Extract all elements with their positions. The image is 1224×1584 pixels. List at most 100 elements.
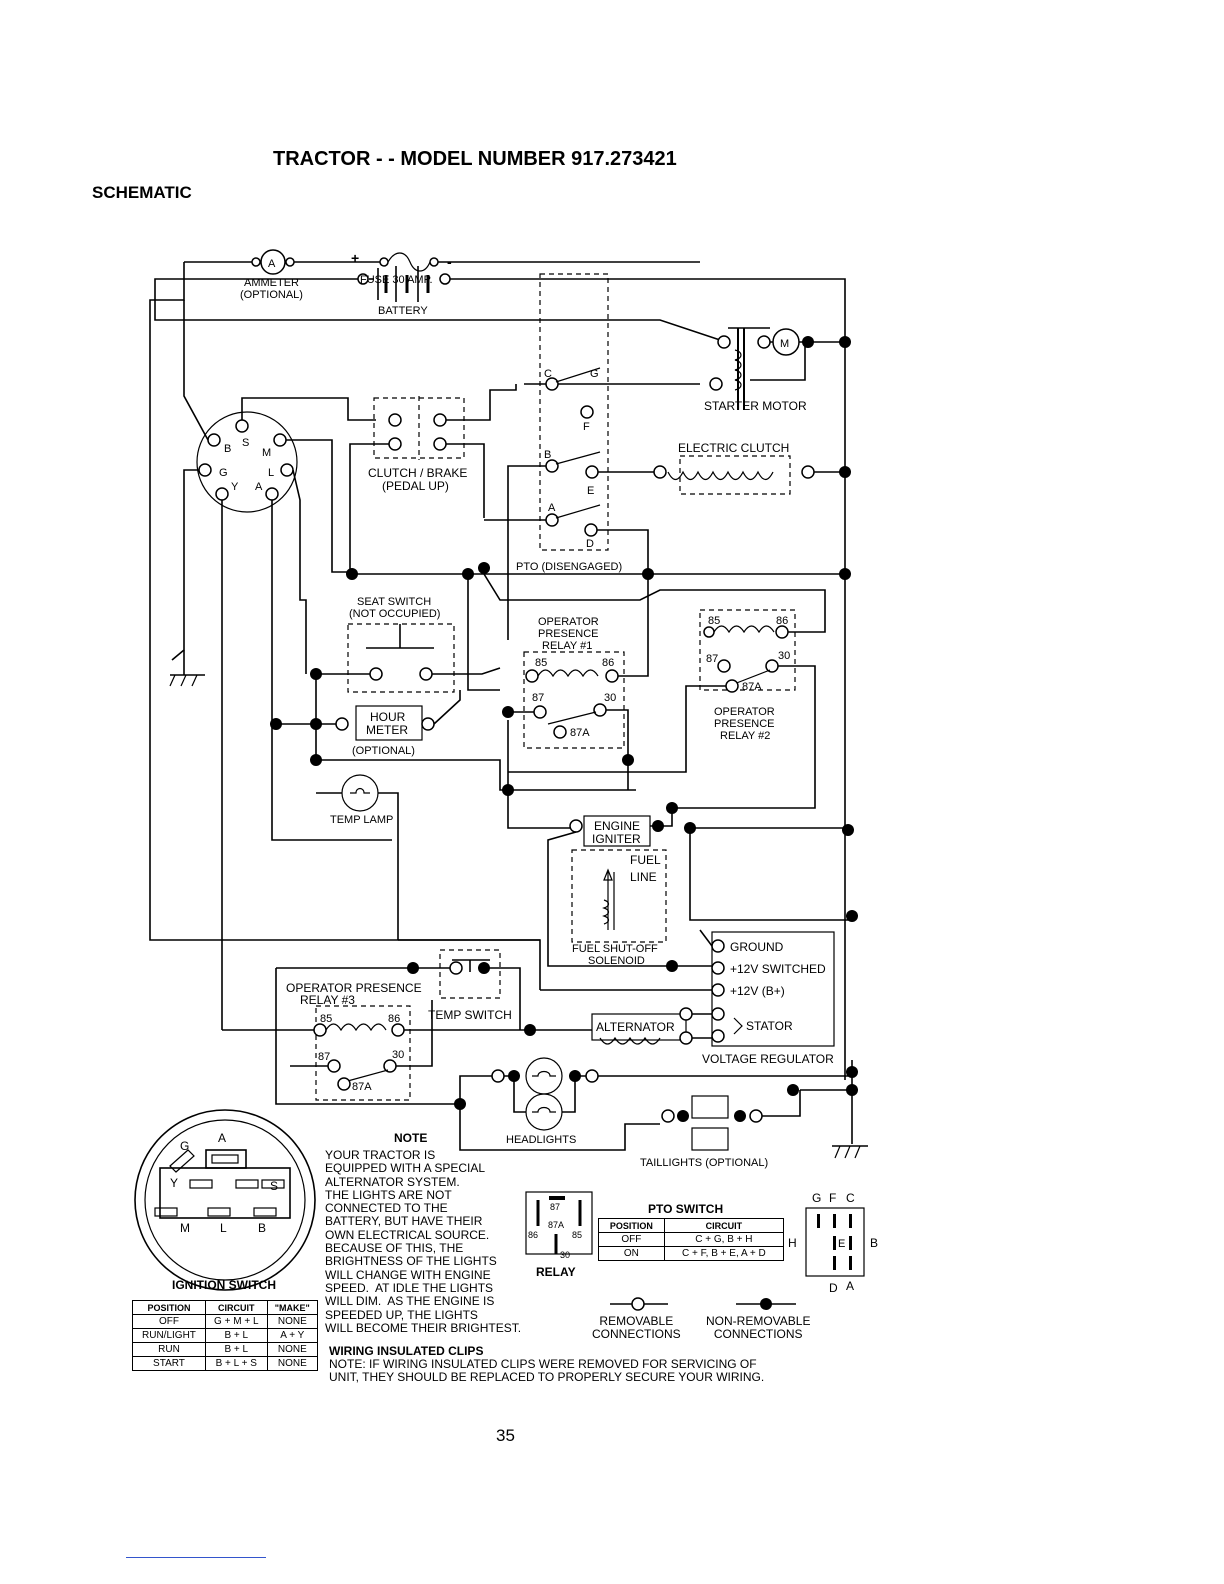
clips-body: NOTE: IF WIRING INSULATED CLIPS WERE REM… [329,1357,765,1385]
fuse-label: FUSE 30 AMP. [360,274,433,286]
svg-text:METER: METER [366,723,408,737]
svg-text:OPERATOR PRESENCE: OPERATOR PRESENCE [286,981,422,995]
svg-text:Y: Y [170,1176,178,1190]
svg-text:G: G [812,1191,821,1205]
svg-text:IGNITER: IGNITER [592,832,641,846]
svg-text:L: L [268,467,274,479]
svg-text:(OPTIONAL): (OPTIONAL) [240,289,303,301]
voltage-regulator: GROUND +12V SWITCHED +12V (B+) STATOR VO… [702,931,835,1066]
svg-text:VOLTAGE REGULATOR: VOLTAGE REGULATOR [702,1052,834,1066]
svg-text:87A: 87A [742,681,762,693]
svg-text:86: 86 [776,615,788,627]
ignition-plug-diagram: A G Y S M L B [134,1109,316,1291]
svg-text:G: G [590,368,599,380]
svg-text:PRESENCE: PRESENCE [538,628,599,640]
svg-text:B: B [870,1236,878,1250]
section-title: SCHEMATIC [92,183,192,202]
svg-text:B: B [224,443,231,455]
svg-text:87: 87 [318,1051,330,1063]
svg-text:RELAY #3: RELAY #3 [300,993,355,1007]
svg-text:L: L [220,1221,227,1235]
svg-text:PRESENCE: PRESENCE [714,718,775,730]
svg-text:TAILLIGHTS (OPTIONAL): TAILLIGHTS (OPTIONAL) [640,1157,768,1169]
svg-text:M: M [780,338,789,350]
svg-text:OPERATOR: OPERATOR [538,616,599,628]
svg-text:SEAT SWITCH: SEAT SWITCH [357,596,431,608]
svg-text:RELAY: RELAY [536,1265,576,1279]
svg-text:A: A [218,1131,226,1145]
svg-text:E: E [838,1238,845,1250]
taillights: TAILLIGHTS (OPTIONAL) [640,1095,768,1169]
alternator: ALTERNATOR [591,1007,693,1045]
svg-text:87A: 87A [352,1081,372,1093]
svg-text:B: B [544,449,551,461]
svg-text:86: 86 [388,1013,400,1025]
electric-clutch: ELECTRIC CLUTCH [653,441,815,495]
svg-text:M: M [262,447,271,459]
svg-text:LINE: LINE [630,870,657,884]
battery-label: BATTERY [378,305,428,317]
svg-text:S: S [270,1179,278,1193]
svg-text:TEMP LAMP: TEMP LAMP [330,814,393,826]
svg-text:86: 86 [528,1230,538,1240]
page-title: TRACTOR - - MODEL NUMBER 917.273421 [273,148,677,170]
ignition-switch-circle: B S M G L Y A [196,411,298,513]
svg-text:PTO (DISENGAGED): PTO (DISENGAGED) [516,561,622,573]
temp-switch: TEMP SWITCH [428,949,512,1022]
svg-text:87A: 87A [548,1220,564,1230]
temp-lamp: TEMP LAMP [330,774,393,826]
svg-text:C: C [846,1191,855,1205]
svg-text:TEMP SWITCH: TEMP SWITCH [428,1008,512,1022]
svg-text:+12V (B+): +12V (B+) [730,984,785,998]
svg-text:30: 30 [392,1049,404,1061]
svg-text:RELAY #1: RELAY #1 [542,640,592,652]
svg-text:A: A [548,502,556,514]
svg-text:87A: 87A [570,727,590,739]
removable-label: REMOVABLE CONNECTIONS [592,1314,681,1342]
note-body: YOUR TRACTOR IS EQUIPPED WITH A SPECIAL … [325,1148,522,1335]
operator-presence-relay-2: 85 86 87 30 87A OPERATOR PRESENCE RELAY … [699,609,796,742]
svg-text:OPERATOR: OPERATOR [714,706,775,718]
ignition-switch-title: IGNITION SWITCH [172,1278,276,1292]
svg-text:(OPTIONAL): (OPTIONAL) [352,745,415,757]
svg-text:85: 85 [535,657,547,669]
svg-text:87: 87 [532,692,544,704]
svg-text:C: C [544,368,552,380]
clips-heading: WIRING INSULATED CLIPS [329,1344,484,1358]
svg-text:30: 30 [560,1250,570,1260]
svg-text:HEADLIGHTS: HEADLIGHTS [506,1134,576,1146]
ammeter-label: AMMETER [244,277,299,289]
relay-pinout-diagram: 87 86 87A 85 30 RELAY [525,1191,593,1279]
operator-presence-relay-1: OPERATOR PRESENCE RELAY #1 85 86 87 30 8… [523,616,625,749]
svg-text:85: 85 [708,615,720,627]
svg-text:F: F [583,421,590,433]
hour-meter: HOUR METER (OPTIONAL) [335,705,435,757]
svg-text:D: D [586,538,594,550]
svg-text:ALTERNATOR: ALTERNATOR [596,1020,675,1034]
svg-text:Y: Y [231,481,239,493]
svg-text:G: G [180,1139,189,1153]
svg-text:A: A [255,481,263,493]
svg-text:30: 30 [778,650,790,662]
svg-text:H: H [788,1236,797,1250]
svg-text:SOLENOID: SOLENOID [588,955,645,967]
svg-text:B: B [258,1221,266,1235]
svg-text:85: 85 [572,1230,582,1240]
page-number: 35 [496,1426,515,1445]
svg-text:E: E [587,485,594,497]
svg-text:A: A [268,258,276,270]
svg-text:ENGINE: ENGINE [594,819,640,833]
pto-switch-diagram: C G F B E A D PTO (DISENGAGED) [516,273,622,573]
svg-text:87: 87 [550,1202,560,1212]
svg-text:ELECTRIC CLUTCH: ELECTRIC CLUTCH [678,441,789,455]
pto-pin-diagram: G F C E H B D A [788,1191,878,1295]
svg-text:30: 30 [604,692,616,704]
svg-text:85: 85 [320,1013,332,1025]
